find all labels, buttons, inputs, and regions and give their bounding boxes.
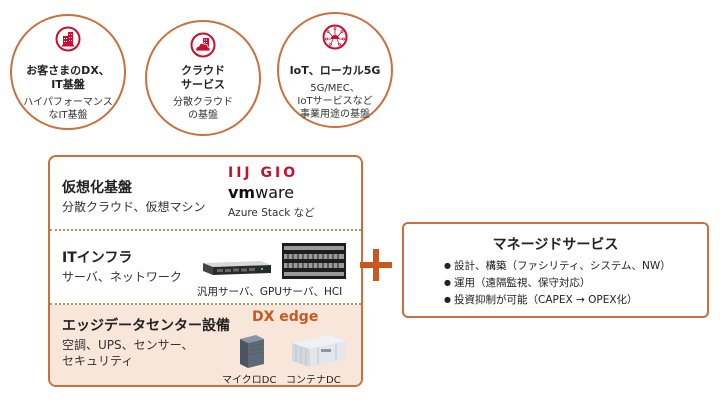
iot-network-icon bbox=[322, 24, 348, 50]
managed-service-list: 設計、構築（ファシリティ、システム、NW） 運用（遠隔監視、保守対応） 投資抑制… bbox=[444, 258, 671, 309]
server-caption: 汎用サーバ、GPUサーバ、HCI bbox=[197, 286, 343, 298]
micro-dc-label: マイクロDC bbox=[222, 375, 277, 386]
list-item: 設計、構築（ファシリティ、システム、NW） bbox=[444, 258, 671, 275]
vmware-logo-rest: ware bbox=[255, 183, 295, 202]
circle-title-line: IoT、ローカル5G bbox=[289, 64, 381, 77]
rack-server-image bbox=[203, 261, 271, 275]
container-dc-image bbox=[292, 335, 346, 367]
layer-title: 仮想化基盤 bbox=[62, 180, 132, 196]
layer-desc-line: セキュリティ bbox=[62, 354, 134, 368]
layer-virtualization: 仮想化基盤 分散クラウド、仮想マシン IIJ GIO vmware Azure … bbox=[50, 157, 361, 231]
list-item: 運用（遠隔監視、保守対応） bbox=[444, 275, 671, 292]
layer-title: エッジデータセンター設備 bbox=[62, 318, 230, 334]
plus-icon bbox=[360, 249, 392, 281]
circle-cloud-service: クラウド サービス 分散クラウド の基盤 bbox=[145, 20, 261, 136]
building-icon bbox=[55, 26, 81, 52]
dx-edge-logo: DX edge bbox=[252, 309, 319, 325]
managed-service-box: マネージドサービス 設計、構築（ファシリティ、システム、NW） 運用（遠隔監視、… bbox=[402, 222, 709, 318]
circle-title-line: サービス bbox=[181, 78, 225, 91]
circle-title-line: IT基盤 bbox=[51, 78, 85, 91]
layer-desc-line: 空調、UPS、センサー、 bbox=[62, 338, 194, 352]
cloud-building-icon bbox=[190, 32, 216, 58]
layer-desc: 分散クラウド、仮想マシン bbox=[62, 200, 206, 214]
circle-sub-line: なIT基盤 bbox=[48, 110, 88, 121]
circle-sub-line: 事業用途の基盤 bbox=[300, 109, 370, 120]
circle-title-line: クラウド bbox=[181, 64, 225, 77]
server-rack-image bbox=[282, 243, 346, 279]
circle-sub-line: ハイパフォーマンス bbox=[23, 97, 113, 108]
circle-sub-line: 分散クラウド bbox=[173, 97, 233, 108]
infrastructure-stack: 仮想化基盤 分散クラウド、仮想マシン IIJ GIO vmware Azure … bbox=[48, 155, 363, 387]
azure-stack-label: Azure Stack など bbox=[228, 207, 315, 219]
circle-sub-line: の基盤 bbox=[188, 110, 218, 121]
circle-dx-it-base: お客さまのDX、 IT基盤 ハイパフォーマンス なIT基盤 bbox=[10, 14, 126, 130]
layer-desc: 空調、UPS、センサー、 セキュリティ bbox=[62, 337, 194, 369]
circle-sub-line: IoTサービスなど bbox=[297, 96, 373, 107]
vmware-logo: vmware bbox=[228, 183, 294, 202]
circle-title-line: お客さまのDX、 bbox=[26, 64, 110, 77]
layer-edge-facilities: エッジデータセンター設備 空調、UPS、センサー、 セキュリティ DX edge… bbox=[50, 305, 361, 385]
circle-iot-5g: IoT、ローカル5G 5G/MEC、 IoTサービスなど 事業用途の基盤 bbox=[277, 12, 393, 128]
layer-it-infra: ITインフラ サーバ、ネットワーク 汎用サーバ、GPUサーバ、HCI bbox=[50, 231, 361, 305]
container-dc-label: コンテナDC bbox=[286, 375, 341, 386]
micro-dc-image bbox=[240, 335, 264, 368]
managed-service-title: マネージドサービス bbox=[492, 237, 619, 253]
iij-gio-logo: IIJ GIO bbox=[228, 165, 299, 181]
circle-sub-line: 5G/MEC、 bbox=[310, 83, 360, 94]
layer-desc: サーバ、ネットワーク bbox=[62, 270, 182, 284]
layer-title: ITインフラ bbox=[62, 250, 133, 266]
list-item: 投資抑制が可能（CAPEX → OPEX化） bbox=[444, 292, 671, 309]
vmware-logo-bold: vm bbox=[228, 183, 256, 202]
